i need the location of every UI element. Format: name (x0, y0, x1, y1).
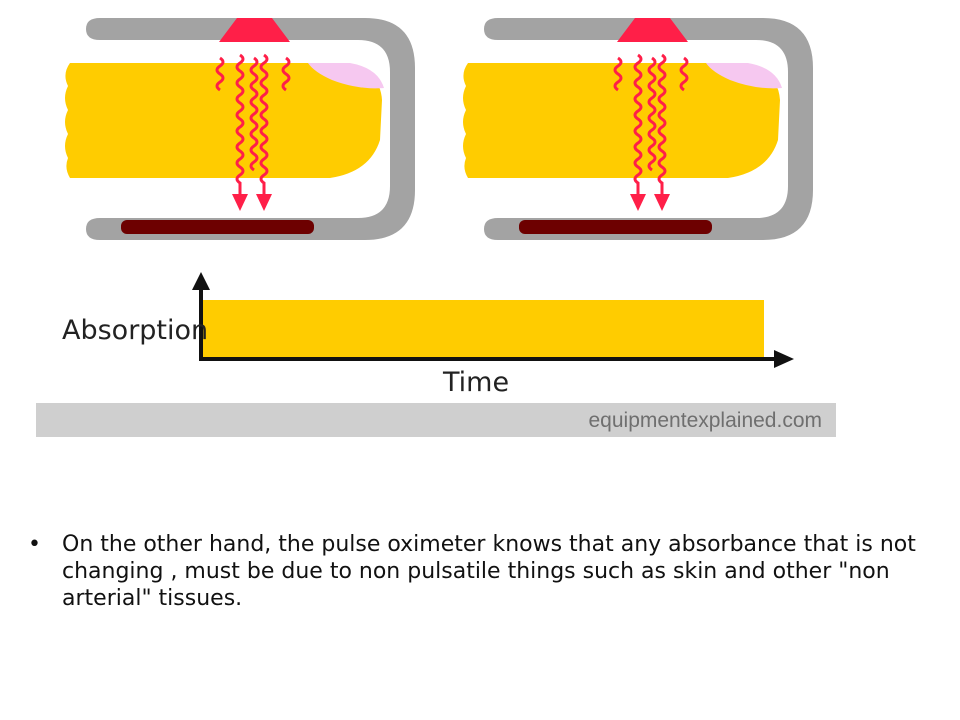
watermark-bar: equipmentexplained.com (36, 403, 836, 437)
bullet-dot-icon: • (28, 532, 41, 557)
bullet-list-item: • On the other hand, the pulse oximeter … (28, 531, 928, 612)
watermark-text-1: equipment (589, 409, 687, 432)
absorption-bar (203, 300, 764, 358)
absorption-graph: Absorption Time (62, 272, 794, 398)
svg-text:equipmentexplained.com: equipmentexplained.com (589, 409, 823, 432)
pulse-oximeter-figure: Absorption Time equipmentexplained.com (36, 16, 836, 437)
body-paragraph: On the other hand, the pulse oximeter kn… (62, 532, 916, 611)
x-axis-label: Time (442, 367, 509, 398)
y-axis-label: Absorption (62, 315, 208, 346)
finger-clip-right (461, 16, 815, 242)
watermark-text-3: .com (776, 409, 822, 432)
y-axis-arrow-icon (192, 272, 210, 290)
watermark-text-2: explained (687, 409, 777, 432)
x-axis-arrow-icon (774, 350, 794, 368)
finger-clip-left (63, 16, 417, 242)
